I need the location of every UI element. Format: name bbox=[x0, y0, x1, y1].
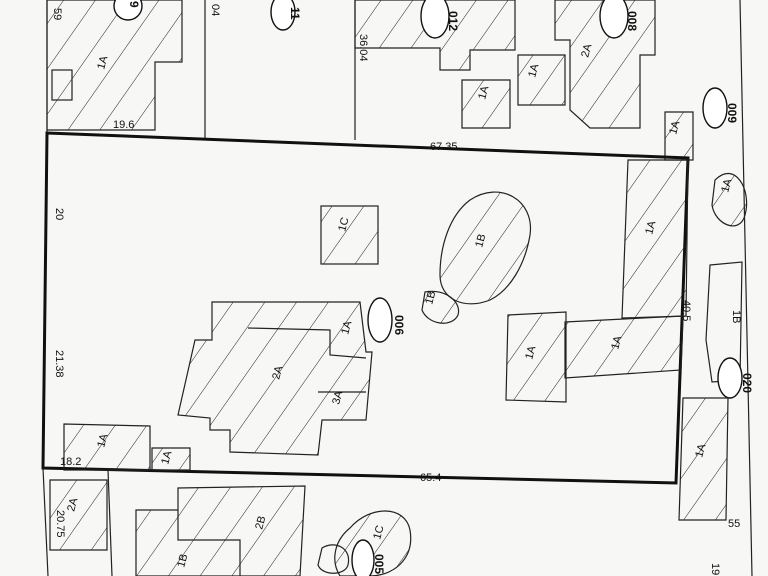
parcel-id: 006 bbox=[392, 315, 406, 335]
building-1A-east bbox=[621, 159, 689, 319]
zone-label: 1A bbox=[609, 334, 624, 351]
parcel-top-middle: 04 11 36.04 bbox=[204, 0, 369, 140]
parcel-id-oval bbox=[599, 0, 629, 39]
building-1A-009 bbox=[664, 111, 694, 161]
building-1A-southwest bbox=[63, 423, 151, 471]
building-1A-center bbox=[505, 311, 567, 403]
zone-label: 1B bbox=[423, 290, 438, 306]
zone-label: 1A bbox=[523, 344, 538, 361]
main-parcel: 67.35 20 21.38 40.5 18.2 65.4 1C 1B 1B 1… bbox=[53, 141, 692, 484]
dim-67-35: 67.35 bbox=[430, 141, 458, 153]
zone-label: 2A bbox=[270, 364, 285, 381]
dim-19-6-bottom: 19.6 bbox=[709, 563, 721, 576]
parcel-012: 1A 1A 012 bbox=[354, 0, 566, 129]
zone-label: 1C bbox=[371, 524, 386, 541]
parcel-id-oval bbox=[270, 0, 296, 31]
parcel-id-oval bbox=[702, 87, 728, 129]
building-complex-006 bbox=[177, 301, 373, 456]
zone-label: 1A bbox=[667, 119, 682, 136]
building-1A-012a bbox=[461, 79, 511, 129]
zone-label: 2B bbox=[253, 515, 268, 531]
parcel-id-oval bbox=[420, 0, 450, 39]
building-2B bbox=[135, 485, 306, 576]
shed bbox=[51, 69, 73, 101]
parcel-id-oval bbox=[717, 357, 743, 399]
parcel-id: 009 bbox=[725, 103, 739, 123]
dim-21-38: 21.38 bbox=[53, 350, 65, 378]
tree-1B-small bbox=[421, 290, 460, 324]
zone-label: 1B bbox=[473, 233, 488, 249]
parcel-020: 1B 020 1A 55 19.6 bbox=[678, 261, 754, 576]
zone-label: 1A bbox=[95, 54, 110, 71]
zone-label: 1A bbox=[476, 84, 491, 101]
dim-04: 04 bbox=[209, 4, 221, 16]
building-1A-012b bbox=[517, 54, 566, 106]
tree-1B-large bbox=[439, 191, 532, 305]
building-008 bbox=[554, 0, 656, 129]
building-1A-020 bbox=[678, 397, 729, 521]
building-1A-southeast bbox=[564, 315, 684, 379]
zone-label: 1B bbox=[730, 310, 742, 323]
building-2A-bottom bbox=[49, 479, 108, 551]
parcel-topleft: 1A 19.6 59 9 bbox=[46, 0, 183, 133]
parcel-id: 9 bbox=[127, 1, 141, 8]
zone-label: 1A bbox=[95, 432, 110, 449]
zone-label: 1B bbox=[175, 553, 190, 569]
zone-label: 1C bbox=[336, 216, 351, 233]
zone-label: 2A bbox=[65, 496, 80, 513]
zone-label: 1A bbox=[159, 449, 174, 466]
dim-20-75: 20.75 bbox=[54, 510, 66, 538]
zone-label: 1A bbox=[719, 177, 734, 194]
tree-small bbox=[317, 544, 350, 574]
building-1A-small bbox=[151, 447, 191, 471]
parcel-id-oval bbox=[367, 297, 393, 343]
dim-19-6-top: 19.6 bbox=[113, 119, 134, 131]
zone-label: 1A bbox=[643, 219, 658, 236]
zone-label: 1A bbox=[693, 442, 708, 459]
zone-label: 1A bbox=[526, 62, 541, 79]
parcel-id-oval bbox=[351, 539, 375, 576]
dim-55: 55 bbox=[728, 518, 740, 530]
building-1A-topleft bbox=[46, 0, 183, 131]
parcel-008: 2A 008 bbox=[554, 0, 656, 129]
parcel-id-oval bbox=[113, 0, 143, 21]
dim-59: 59 bbox=[51, 8, 63, 20]
dim-65-4: 65.4 bbox=[420, 472, 441, 484]
zone-label: 1A bbox=[339, 319, 354, 336]
parcel-id: 11 bbox=[288, 7, 302, 20]
dim-20: 20 bbox=[53, 208, 65, 220]
parcel-id: 012 bbox=[446, 11, 460, 31]
parcel-id: 005 bbox=[372, 554, 386, 574]
parcel-id: 020 bbox=[740, 373, 754, 393]
parcels-bottom: 2A 20.75 2B 1B 1C 005 bbox=[42, 467, 412, 576]
zone-label: 2A bbox=[579, 42, 594, 59]
parcel-009: 1A 1A 009 bbox=[664, 0, 753, 576]
parcel-id: 008 bbox=[625, 11, 639, 31]
zone-label: 3A bbox=[330, 389, 345, 406]
main-parcel-boundary bbox=[41, 131, 690, 485]
building-1C bbox=[320, 205, 379, 265]
